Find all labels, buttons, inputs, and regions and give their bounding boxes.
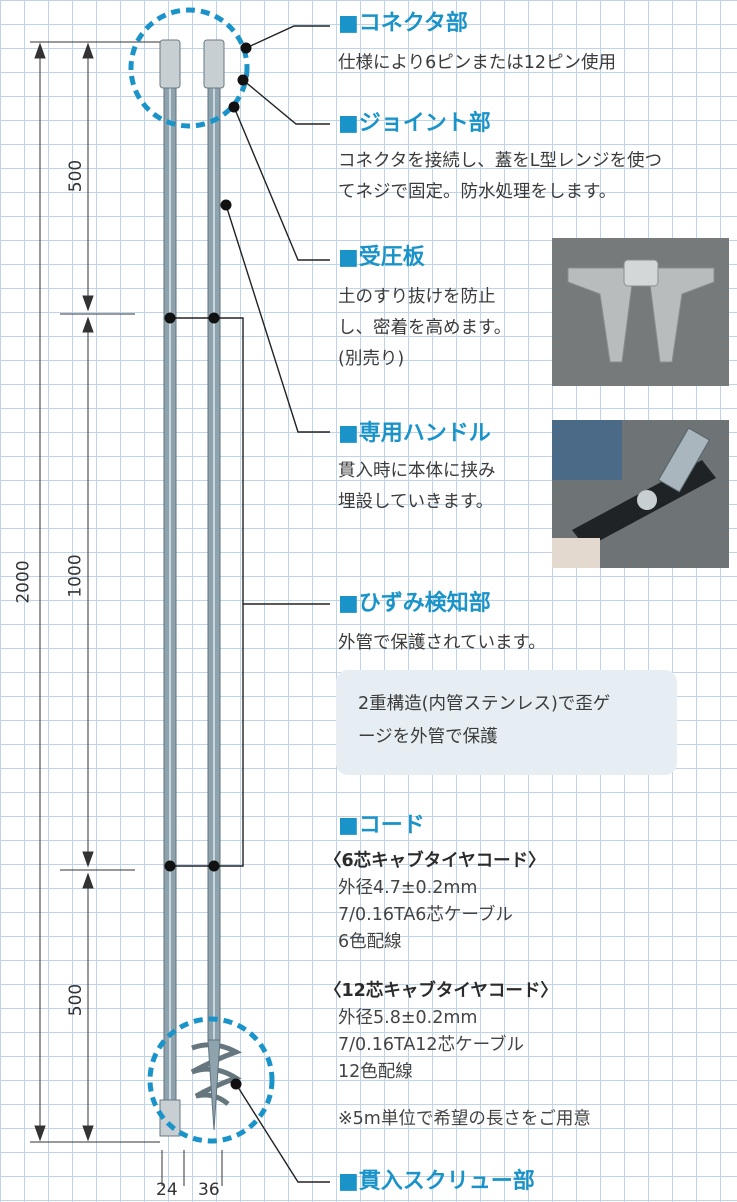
- leader-dots: [164, 42, 252, 1090]
- connector-desc-line: 仕様により6ピンまたは12ピン使用: [338, 53, 617, 73]
- pressure-plate-line-1: 土のすり抜けを防止: [338, 287, 496, 307]
- strain-note-box: 2重構造(内管ステンレス)で歪ゲ ージを外管で保護: [336, 670, 677, 775]
- pressure-plate-desc: 土のすり抜けを防止 し、密着を高めます。 (別売り): [338, 282, 548, 375]
- strain-desc: 外管で保護されています。: [338, 628, 728, 659]
- six-core-line-3: 6色配線: [338, 932, 402, 952]
- cord-length-note: ※5m単位で希望の長さをご用意: [338, 1109, 591, 1129]
- twelve-core-line-3: 12色配線: [338, 1062, 413, 1082]
- connector-title: ■コネクタ部: [338, 11, 468, 36]
- screw-title: ■貫入スクリュー部: [338, 1169, 535, 1194]
- handle-line-1: 貫入時に本体に挟み: [338, 461, 496, 481]
- dimension-middle: 1000: [65, 554, 86, 598]
- twelve-core-line-2: 7/0.16TA12芯ケーブル: [338, 1035, 525, 1055]
- six-core-line-2: 7/0.16TA6芯ケーブル: [338, 905, 513, 925]
- six-core-heading: 〈6芯キャブタイヤコード〉: [324, 851, 546, 871]
- cord-title: ■コード: [338, 813, 425, 838]
- dimension-total: 2000: [13, 560, 34, 604]
- pressure-plate-title: ■受圧板: [338, 245, 425, 270]
- left-connector-icon: [159, 39, 181, 89]
- strain-note-text: 2重構造(内管ステンレス)で歪ゲ ージを外管で保護: [358, 688, 663, 754]
- pressure-plate-photo: [552, 238, 729, 386]
- dimension-lines: [30, 41, 223, 1186]
- joint-desc-line-1: コネクタを接続し、蓋をL型レンジを使つ: [338, 151, 663, 171]
- right-connector-icon: [203, 39, 225, 89]
- dimension-upper: 500: [66, 159, 87, 193]
- connector-highlight-circle: [128, 7, 250, 129]
- handle-title: ■専用ハンドル: [338, 421, 491, 446]
- joint-title: ■ジョイント部: [338, 111, 491, 136]
- dimension-width-a: 24: [156, 1180, 178, 1200]
- strain-note-line-2: ージを外管で保護: [358, 727, 498, 747]
- handle-desc: 貫入時に本体に挟み 埋設していきます。: [338, 456, 548, 518]
- pressure-plate-line-3: (別売り): [338, 349, 405, 369]
- joint-desc: コネクタを接続し、蓋をL型レンジを使つ てネジで固定。防水処理をします。: [338, 146, 733, 208]
- handle-photo: [552, 420, 729, 568]
- handle-line-2: 埋設していきます。: [338, 492, 494, 512]
- twelve-core-heading: 〈12芯キャブタイヤコード〉: [324, 981, 558, 1001]
- cord-twelve-core: 〈12芯キャブタイヤコード〉 外径5.8±0.2mm 7/0.16TA12芯ケー…: [324, 978, 714, 1086]
- dimension-lower: 500: [66, 983, 87, 1017]
- screw-highlight-circle: [147, 1016, 275, 1144]
- pressure-plate-line-2: し、密着を高めます。: [338, 318, 512, 338]
- joint-desc-line-2: てネジで固定。防水処理をします。: [338, 182, 617, 202]
- cord-six-core: 〈6芯キャブタイヤコード〉 外径4.7±0.2mm 7/0.16TA6芯ケーブル…: [324, 848, 714, 956]
- dimension-width-b: 36: [198, 1180, 220, 1200]
- strain-title: ■ひずみ検知部: [338, 591, 491, 616]
- six-core-line-1: 外径4.7±0.2mm: [338, 878, 478, 898]
- connector-desc: 仕様により6ピンまたは12ピン使用: [338, 48, 728, 79]
- leader-lines: [170, 25, 330, 1183]
- strain-desc-line: 外管で保護されています。: [338, 633, 546, 653]
- strain-note-line-1: 2重構造(内管ステンレス)で歪ゲ: [358, 694, 611, 714]
- twelve-core-line-1: 外径5.8±0.2mm: [338, 1008, 478, 1028]
